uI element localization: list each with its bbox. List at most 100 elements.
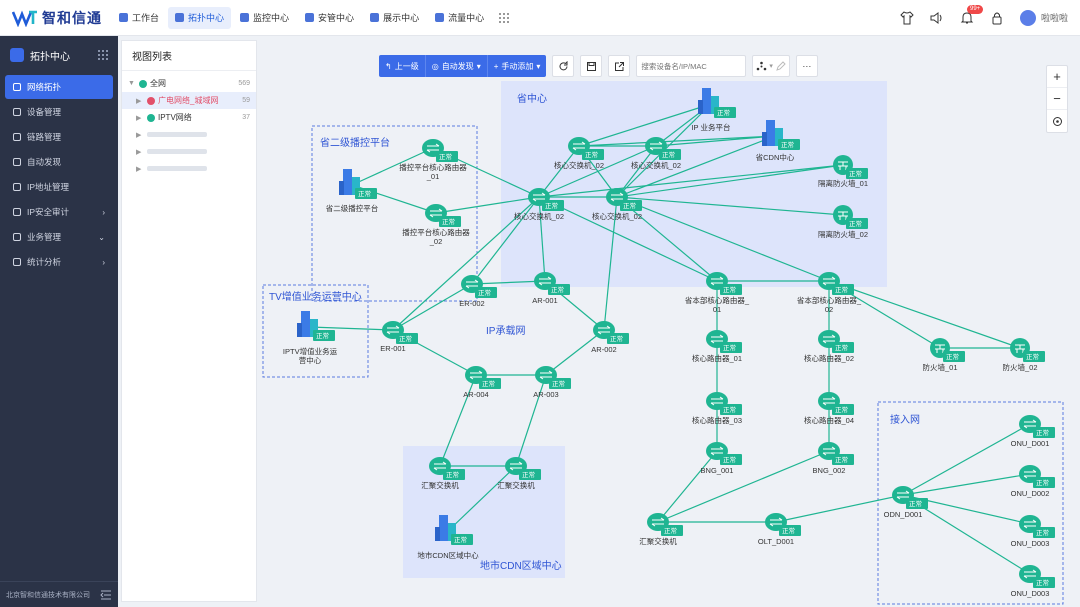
link-cs4-fw2[interactable] xyxy=(616,196,844,216)
sidebar-item-device-management[interactable]: 设备管理 xyxy=(5,100,113,124)
more-button[interactable]: ··· xyxy=(795,55,818,77)
export-button[interactable] xyxy=(608,55,631,77)
link-cdn-cs4[interactable] xyxy=(616,135,776,198)
tree-node-blurred[interactable]: ▶ xyxy=(122,126,256,143)
manual-add-button[interactable]: +手动添加▾ xyxy=(488,55,547,77)
link-cdn-cs2[interactable] xyxy=(655,135,776,147)
link-er2-ar1[interactable] xyxy=(471,280,546,285)
sidebar-item-link-management[interactable]: 链路管理 xyxy=(5,125,113,149)
link-cs3-fw1[interactable] xyxy=(538,164,844,198)
layout-button[interactable]: ▾ xyxy=(752,55,790,77)
apps-grid-icon[interactable] xyxy=(499,12,510,23)
sidebar-item-business[interactable]: 业务管理⌄ xyxy=(5,225,113,249)
region-5[interactable]: 接入网 xyxy=(877,401,1064,605)
link-ipbiz-cs1[interactable] xyxy=(578,103,712,147)
up-level-button[interactable]: ↰上一级 xyxy=(379,55,426,77)
brand[interactable]: 智和信通 xyxy=(0,8,110,28)
sidebar-item-ip-management[interactable]: IP地址管理 xyxy=(5,175,113,199)
tab-monitor[interactable]: 监控中心 xyxy=(233,7,296,29)
region-0[interactable]: 省中心 xyxy=(501,81,887,287)
tab-traffic[interactable]: 流量中心 xyxy=(428,7,491,29)
lock-icon[interactable] xyxy=(990,11,1004,25)
tab-workbench[interactable]: 工作台 xyxy=(112,7,166,29)
zoom-in-button[interactable]: + xyxy=(1047,66,1067,88)
link-cs2-cs3[interactable] xyxy=(538,145,657,198)
edit-icon[interactable] xyxy=(775,60,786,72)
zoom-out-button[interactable]: − xyxy=(1047,88,1067,110)
link-cs3-er1[interactable] xyxy=(392,196,540,331)
volume-icon[interactable] xyxy=(930,11,944,25)
sidebar-item-network-topology[interactable]: 网络拓扑 xyxy=(5,75,113,99)
save-button[interactable] xyxy=(580,55,603,77)
menu-grid-icon[interactable] xyxy=(98,50,108,60)
tab-topology[interactable]: 拓扑中心 xyxy=(168,6,232,29)
tab-display[interactable]: 展示中心 xyxy=(363,7,426,29)
tree-node-metro[interactable]: ▶ 广电网络_城域网 59 xyxy=(122,92,256,109)
sidebar-item-auto-discovery[interactable]: 自动发现 xyxy=(5,150,113,174)
link-er1-er2[interactable] xyxy=(392,283,473,331)
region-2[interactable]: TV增值业务运营中心 xyxy=(262,284,369,378)
link-cs4-pr2[interactable] xyxy=(616,196,830,282)
link-ar3-agg2[interactable] xyxy=(515,374,547,467)
tab-security[interactable]: 安管中心 xyxy=(298,7,361,29)
link-cs3-ar1[interactable] xyxy=(538,196,546,282)
sidebar-item-ip-audit[interactable]: IP安全审计› xyxy=(5,200,113,224)
tree-node-root[interactable]: ▼ 全网 569 xyxy=(122,75,256,92)
link-cs1-cs3[interactable] xyxy=(538,145,580,198)
link-bng2-agg3[interactable] xyxy=(657,450,830,523)
shirt-icon[interactable] xyxy=(900,10,914,25)
region-1[interactable]: 省二级播控平台 xyxy=(311,125,478,302)
locate-button[interactable] xyxy=(1047,110,1067,132)
refresh-button[interactable] xyxy=(552,55,575,77)
link-bk2-cs3[interactable] xyxy=(435,196,540,214)
link-cs4-ar2[interactable] xyxy=(603,196,618,331)
link-cs3-pr1[interactable] xyxy=(538,196,718,282)
tree-node-blurred[interactable]: ▶ xyxy=(122,143,256,160)
tree-node-blurred[interactable]: ▶ xyxy=(122,160,256,177)
collapse-menu-icon[interactable] xyxy=(100,589,112,601)
user-menu[interactable]: 啦啦啦 xyxy=(1019,9,1068,26)
sidebar-item-statistics[interactable]: 统计分析› xyxy=(5,250,113,274)
link-cs4-fw1[interactable] xyxy=(616,164,844,198)
tree-node-iptv[interactable]: ▶ IPTV网络 37 xyxy=(122,109,256,126)
link-ar4-agg1[interactable] xyxy=(439,374,477,467)
region-3[interactable]: IP承载网 xyxy=(486,325,525,337)
link-er1-iptv[interactable] xyxy=(309,326,394,331)
device-search-input[interactable] xyxy=(636,55,747,77)
